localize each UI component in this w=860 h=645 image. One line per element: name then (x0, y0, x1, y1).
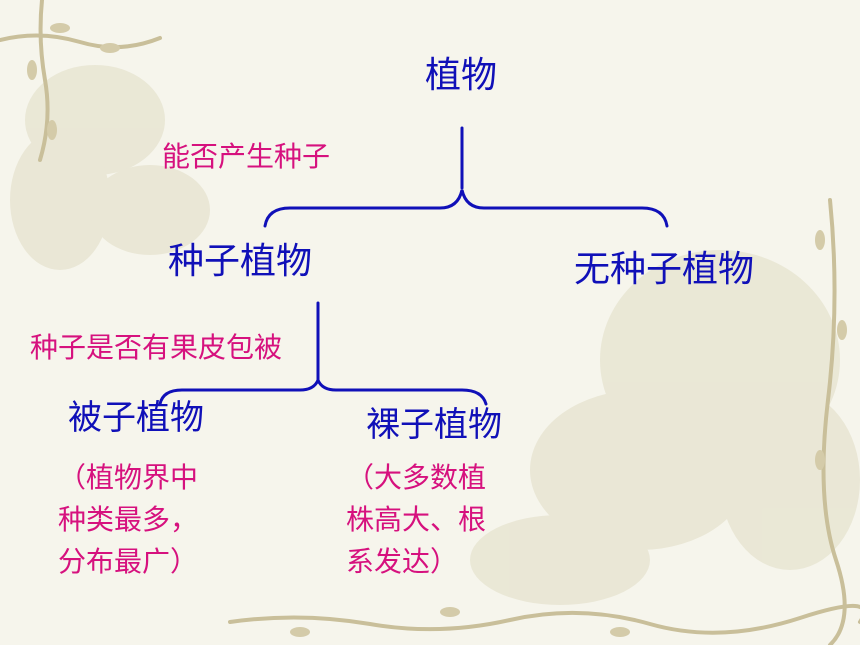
node-angiosperms: 被子植物 (68, 398, 204, 438)
level1-brace (263, 189, 669, 228)
note-line: 分布最广） (58, 545, 199, 578)
note-line: 株高大、根 (346, 503, 487, 536)
note-gymnosperms: （大多数植 株高大、根 系发达） (346, 457, 486, 583)
note-line: 系发达） (346, 545, 459, 578)
root-node-plants: 植物 (425, 55, 498, 96)
question-produce-seeds: 能否产生种子 (162, 140, 331, 173)
note-line: （植物界中 (58, 461, 199, 494)
faded-flower-decoration (10, 65, 860, 605)
node-seedless-plants: 无种子植物 (574, 249, 755, 290)
note-line: （大多数植 (346, 461, 487, 494)
vine-leaf-decoration (27, 23, 847, 637)
node-seed-plants: 种子植物 (168, 241, 313, 282)
node-gymnosperms: 裸子植物 (366, 405, 502, 445)
note-line: 种类最多， (58, 503, 199, 536)
level2-brace (158, 375, 488, 406)
note-angiosperms: （植物界中 种类最多， 分布最广） (58, 457, 198, 583)
question-seed-enclosed: 种子是否有果皮包被 (30, 331, 283, 364)
